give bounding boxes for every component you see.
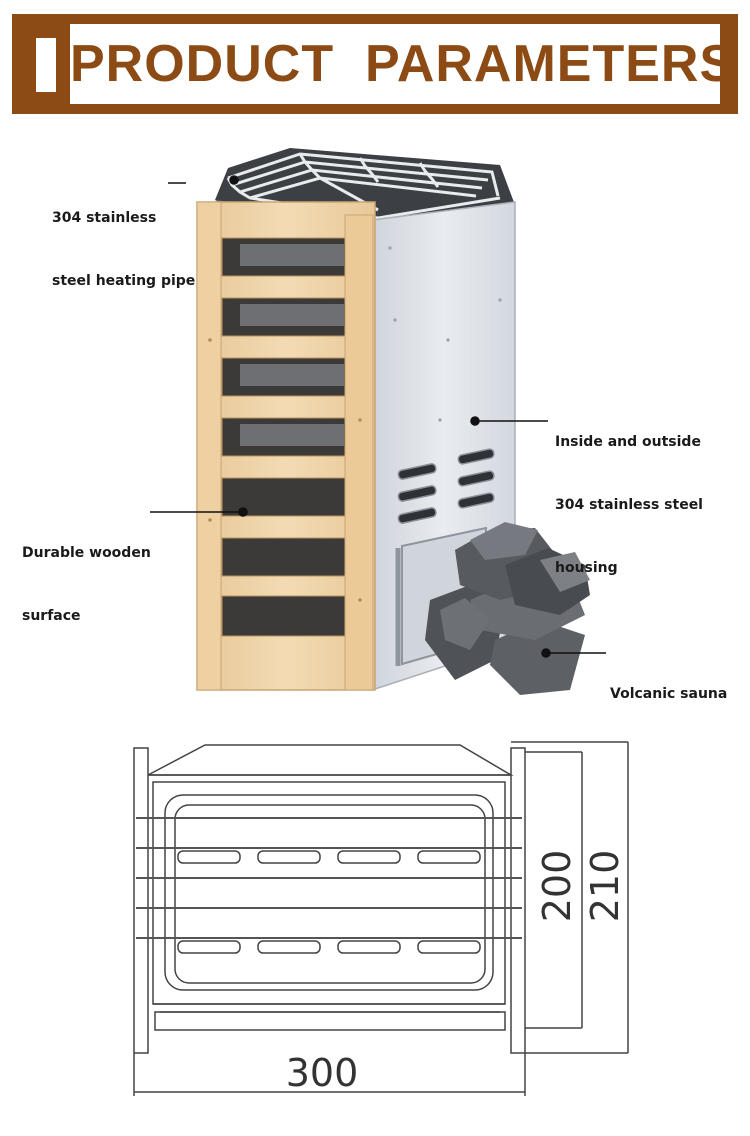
wooden-front [196, 201, 376, 691]
callout-housing-line-3: housing [555, 560, 618, 576]
banner-title-box: PRODUCT PARAMETERS [70, 24, 736, 104]
outer-height-dimension-label: 210 [583, 850, 627, 923]
callout-heating-pipe-line-2: steel heating pipe [52, 273, 196, 289]
callout-wood: Durable wooden surface [22, 501, 151, 648]
callout-stones: Volcanic sauna [610, 642, 727, 726]
callout-stones-line-1: Volcanic sauna [610, 686, 728, 702]
callout-wood-line-2: surface [22, 608, 81, 624]
callout-housing: Inside and outside 304 stainless steel h… [555, 390, 703, 600]
callout-lines [150, 175, 606, 658]
dimension-drawing [133, 741, 629, 1096]
callout-wood-line-1: Durable wooden [22, 545, 151, 561]
width-dimension-label: 300 [286, 1051, 359, 1095]
callout-heating-pipe: 304 stainless steel heating pipe [52, 166, 195, 313]
volcanic-stones [425, 522, 590, 695]
title-banner: PRODUCT PARAMETERS [12, 14, 738, 114]
callout-housing-line-1: Inside and outside [555, 434, 701, 450]
page-title: PRODUCT PARAMETERS [70, 35, 736, 93]
callout-heating-pipe-line-1: 304 stainless [52, 210, 157, 226]
inner-height-dimension-label: 200 [535, 850, 579, 923]
callout-housing-line-2: 304 stainless steel [555, 497, 703, 513]
banner-accent-bar [36, 38, 56, 92]
